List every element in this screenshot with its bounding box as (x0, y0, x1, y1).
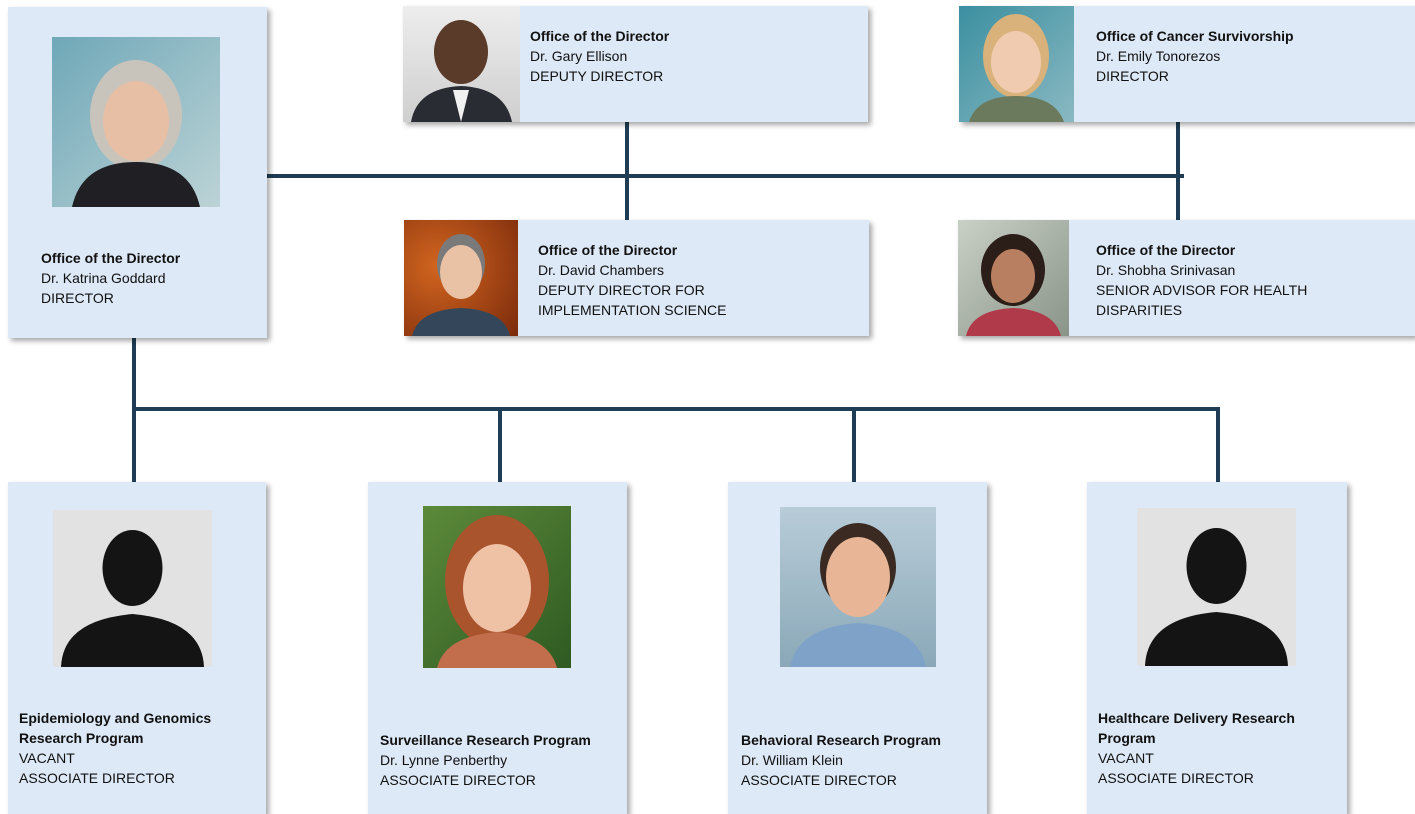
survivorship-director-org: Office of Cancer Survivorship (1096, 28, 1294, 44)
implementation-title-line2: IMPLEMENTATION SCIENCE (538, 302, 727, 318)
implementation-photo (404, 220, 518, 336)
epi-program-title: ASSOCIATE DIRECTOR (19, 770, 175, 786)
disparities-title-line1: SENIOR ADVISOR FOR HEALTH (1096, 282, 1308, 298)
deputy-director-photo (403, 6, 520, 122)
implementation-name: Dr. David Chambers (538, 262, 665, 278)
director-title: DIRECTOR (41, 290, 114, 306)
implementation-card: Office of the Director Dr. David Chamber… (404, 220, 869, 336)
healthcare-program-org-line2: Program (1098, 730, 1156, 746)
connector-program-drop (498, 407, 502, 484)
connector-deputy-vertical (625, 120, 629, 222)
surveillance-program-title: ASSOCIATE DIRECTOR (380, 772, 536, 788)
behavioral-program-title: ASSOCIATE DIRECTOR (741, 772, 897, 788)
epi-program-org-line2: Research Program (19, 730, 144, 746)
behavioral-program-org: Behavioral Research Program (741, 732, 941, 748)
connector-programs-horizontal (132, 407, 1220, 411)
deputy-director-name: Dr. Gary Ellison (530, 48, 628, 64)
deputy-director-org: Office of the Director (530, 28, 670, 44)
deputy-director-card: Office of the Director Dr. Gary Ellison … (403, 6, 868, 122)
epi-program-card: Epidemiology and Genomics Research Progr… (8, 482, 266, 814)
healthcare-program-org-line1: Healthcare Delivery Research (1098, 710, 1295, 726)
director-photo (52, 37, 220, 207)
deputy-director-title: DEPUTY DIRECTOR (530, 68, 664, 84)
disparities-org: Office of the Director (1096, 242, 1236, 258)
epi-placeholder-avatar (53, 510, 212, 667)
connector-survivorship-vertical (1176, 120, 1180, 222)
implementation-org: Office of the Director (538, 242, 678, 258)
connector-program-drop (1216, 407, 1220, 484)
implementation-title-line1: DEPUTY DIRECTOR FOR (538, 282, 705, 298)
connector-program-drop (852, 407, 856, 484)
behavioral-program-name: Dr. William Klein (741, 752, 843, 768)
connector-director-horizontal (266, 174, 1184, 178)
epi-program-org-line1: Epidemiology and Genomics (19, 710, 212, 726)
disparities-photo (958, 220, 1069, 336)
behavioral-program-card: Behavioral Research Program Dr. William … (728, 482, 987, 814)
survivorship-director-name: Dr. Emily Tonorezos (1096, 48, 1221, 64)
disparities-card: Office of the Director Dr. Shobha Sriniv… (958, 220, 1415, 336)
disparities-name: Dr. Shobha Srinivasan (1096, 262, 1236, 278)
disparities-title-line2: DISPARITIES (1096, 302, 1183, 318)
surveillance-program-card: Surveillance Research Program Dr. Lynne … (368, 482, 627, 814)
surveillance-program-name: Dr. Lynne Penberthy (380, 752, 508, 768)
surveillance-photo (423, 506, 571, 668)
survivorship-director-title: DIRECTOR (1096, 68, 1169, 84)
healthcare-program-card: Healthcare Delivery Research Program VAC… (1087, 482, 1347, 814)
connector-director-down (132, 338, 136, 484)
healthcare-placeholder-avatar (1137, 508, 1296, 666)
director-org: Office of the Director (41, 250, 181, 266)
survivorship-director-card: Office of Cancer Survivorship Dr. Emily … (959, 6, 1415, 122)
healthcare-program-name: VACANT (1098, 750, 1154, 766)
director-card: Office of the Director Dr. Katrina Godda… (8, 7, 267, 338)
surveillance-program-org: Surveillance Research Program (380, 732, 591, 748)
epi-program-name: VACANT (19, 750, 75, 766)
director-name: Dr. Katrina Goddard (41, 270, 166, 286)
behavioral-photo (780, 507, 936, 667)
survivorship-director-photo (959, 6, 1074, 122)
healthcare-program-title: ASSOCIATE DIRECTOR (1098, 770, 1254, 786)
